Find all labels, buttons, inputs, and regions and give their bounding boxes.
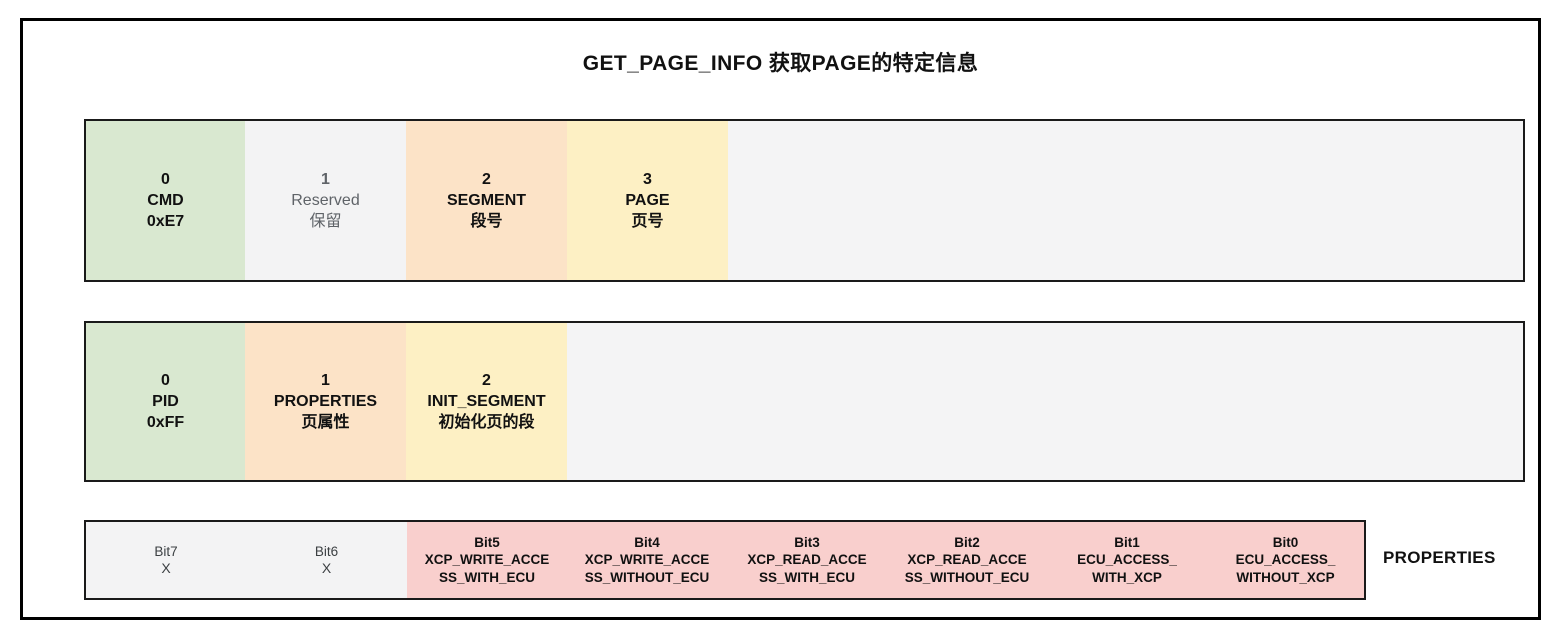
response-packet-filler [567, 323, 1523, 480]
cell-name: Reserved [291, 191, 360, 209]
cell-name: PAGE [625, 191, 670, 209]
command-cell-2: 2 SEGMENT 段号 [406, 121, 567, 280]
bit-line1: X [321, 559, 332, 576]
cell-index: 1 [321, 371, 330, 389]
bit-line2: SS_WITH_ECU [758, 569, 856, 585]
bit-cell-0: Bit0 ECU_ACCESS_ WITHOUT_XCP [1207, 522, 1364, 598]
command-packet-table: 0 CMD 0xE7 1 Reserved 保留 2 SEGMENT 段号 3 … [84, 119, 1525, 282]
cell-index: 2 [482, 371, 491, 389]
cell-index: 0 [161, 170, 170, 188]
response-packet-table: 0 PID 0xFF 1 PROPERTIES 页属性 2 INIT_SEGME… [84, 321, 1525, 482]
response-cell-2: 2 INIT_SEGMENT 初始化页的段 [406, 323, 567, 480]
cell-index: 3 [643, 170, 652, 188]
cell-desc: 页属性 [301, 414, 350, 432]
bit-line1: XCP_WRITE_ACCE [424, 552, 550, 568]
bit-index: Bit1 [1114, 535, 1140, 551]
bit-cell-6: Bit6 X [246, 522, 407, 598]
cell-index: 1 [321, 170, 330, 188]
command-packet-filler [728, 121, 1523, 280]
command-cell-1: 1 Reserved 保留 [245, 121, 406, 280]
bit-cell-5: Bit5 XCP_WRITE_ACCE SS_WITH_ECU [407, 522, 567, 598]
bit-cell-2: Bit2 XCP_READ_ACCE SS_WITHOUT_ECU [887, 522, 1047, 598]
cell-desc: 0xE7 [146, 213, 185, 231]
bit-line1: XCP_WRITE_ACCE [584, 552, 710, 568]
bit-line2: SS_WITHOUT_ECU [904, 569, 1030, 585]
cell-desc: 保留 [309, 213, 342, 231]
bit-cell-7: Bit7 X [86, 522, 246, 598]
bit-index: Bit0 [1272, 535, 1299, 551]
diagram-frame: GET_PAGE_INFO 获取PAGE的特定信息 0 CMD 0xE7 1 R… [20, 18, 1541, 620]
properties-bitfield-table: Bit7 X Bit6 X Bit5 XCP_WRITE_ACCE SS_WIT… [84, 520, 1366, 600]
cell-name: PROPERTIES [273, 392, 378, 410]
bit-cell-4: Bit4 XCP_WRITE_ACCE SS_WITHOUT_ECU [567, 522, 727, 598]
bit-index: Bit6 [314, 543, 339, 559]
bit-line2: WITH_XCP [1092, 569, 1162, 585]
bit-line2: WITHOUT_XCP [1236, 569, 1335, 585]
response-cell-1: 1 PROPERTIES 页属性 [245, 323, 406, 480]
bit-line2: SS_WITHOUT_ECU [584, 569, 710, 585]
bit-line1: ECU_ACCESS_ [1235, 552, 1336, 568]
bit-line2: SS_WITH_ECU [438, 569, 536, 585]
cell-index: 0 [161, 371, 170, 389]
command-cell-3: 3 PAGE 页号 [567, 121, 728, 280]
cell-name: CMD [147, 191, 184, 209]
bit-index: Bit7 [154, 543, 178, 559]
cell-name: SEGMENT [446, 191, 527, 209]
command-cell-0: 0 CMD 0xE7 [86, 121, 245, 280]
bit-index: Bit3 [794, 535, 820, 551]
bit-line1: X [161, 559, 171, 576]
bit-index: Bit5 [474, 535, 500, 551]
bit-cell-3: Bit3 XCP_READ_ACCE SS_WITH_ECU [727, 522, 887, 598]
bit-index: Bit2 [954, 535, 980, 551]
cell-desc: 段号 [470, 213, 503, 231]
cell-name: INIT_SEGMENT [427, 392, 546, 410]
properties-label: PROPERTIES [1383, 548, 1496, 567]
cell-desc: 0xFF [146, 414, 185, 432]
cell-desc: 初始化页的段 [438, 414, 535, 432]
cell-index: 2 [482, 170, 491, 188]
cell-desc: 页号 [631, 213, 664, 231]
bit-index: Bit4 [634, 535, 660, 551]
bit-cell-1: Bit1 ECU_ACCESS_ WITH_XCP [1047, 522, 1207, 598]
bit-line1: XCP_READ_ACCE [907, 552, 1027, 568]
bit-line1: XCP_READ_ACCE [747, 552, 867, 568]
response-cell-0: 0 PID 0xFF [86, 323, 245, 480]
cell-name: PID [152, 392, 179, 410]
bit-line1: ECU_ACCESS_ [1077, 552, 1177, 568]
page-title: GET_PAGE_INFO 获取PAGE的特定信息 [582, 52, 979, 75]
